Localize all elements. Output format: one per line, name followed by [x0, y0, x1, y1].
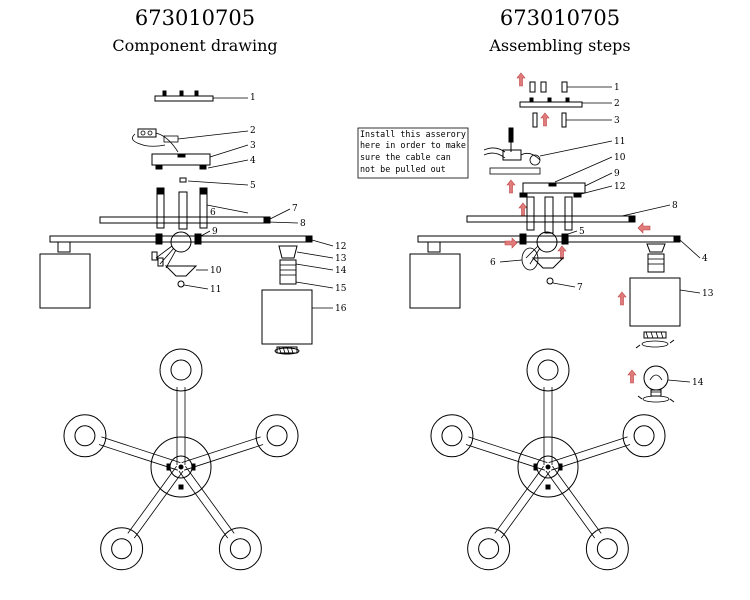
bottom-cup: [164, 265, 209, 290]
upper-arm-step: [466, 204, 671, 234]
mounting-bracket: [154, 90, 248, 102]
component-drawing-model-number: 673010705: [134, 6, 256, 30]
top-screws: [516, 72, 612, 93]
cable-clamp-note: Install this asserory here in order to m…: [357, 127, 469, 179]
step-label-3: 3: [614, 116, 620, 126]
note-line-4: not be pulled out: [360, 164, 446, 174]
label-14: 14: [335, 266, 347, 276]
left-glass-shade-step: [409, 241, 461, 309]
label-13: 13: [335, 254, 347, 264]
upper-arm: [99, 208, 299, 224]
light-bulb-step: [627, 365, 691, 403]
step-label-13: 13: [702, 289, 714, 299]
step-label-14: 14: [692, 378, 704, 388]
label-11: 11: [210, 285, 221, 295]
step-label-7: 7: [577, 283, 583, 293]
component-top-view: [63, 348, 299, 571]
center-hub: [151, 231, 192, 269]
bottom-cup-step: [531, 257, 576, 288]
terminal-block: [132, 128, 249, 153]
step-label-9: 9: [614, 169, 620, 179]
note-line-2: here in order to make: [360, 140, 466, 150]
bracket-screws: [532, 112, 612, 128]
step-label-5: 5: [579, 227, 585, 237]
canopy-step: [489, 156, 613, 217]
component-drawing-title: Component drawing: [112, 36, 278, 55]
label-2: 2: [250, 126, 256, 136]
label-6: 6: [210, 208, 216, 218]
ring-nut-part: [179, 177, 187, 183]
label-1: 1: [250, 93, 256, 103]
step-label-4: 4: [702, 254, 708, 264]
label-4: 4: [250, 156, 256, 166]
component-drawing-exploded-view: 1 2 3 4 5 6 7 8 9 10 11 12 13 14 15 16: [39, 90, 347, 355]
center-stems: [156, 187, 249, 230]
note-line-1: Install this asserory: [360, 129, 466, 139]
assembling-steps-title: Assembling steps: [489, 36, 631, 55]
lamp-holder-assembly: [261, 245, 334, 355]
step-label-2: 2: [614, 99, 620, 109]
ring-nut-step: [635, 331, 675, 349]
label-8: 8: [300, 219, 306, 229]
label-5: 5: [250, 181, 256, 191]
assembling-top-view: [430, 348, 666, 571]
label-12: 12: [335, 242, 346, 252]
step-label-12: 12: [614, 182, 625, 192]
ceiling-canopy: [151, 144, 249, 170]
label-15: 15: [335, 284, 347, 294]
step-label-8: 8: [672, 201, 678, 211]
lower-arm: [49, 230, 334, 247]
mounting-bracket-step: [519, 97, 612, 108]
label-10: 10: [210, 266, 222, 276]
hub-wiring-step: [499, 231, 558, 271]
step-label-1: 1: [614, 83, 620, 93]
label-16: 16: [335, 304, 347, 314]
assembling-part-numbers: 1 2 3 11 10 9 12 8 5 4 6 7 13 14: [490, 83, 714, 388]
screwdriver: [483, 127, 613, 166]
step-label-6: 6: [490, 258, 496, 268]
component-part-numbers: 1 2 3 4 5 6 7 8 9 10 11 12 13 14 15 16: [210, 93, 347, 314]
note-line-3: sure the cable can: [360, 152, 451, 162]
center-stems-step: [526, 196, 573, 234]
lamp-holder-step: [617, 243, 701, 327]
assembling-steps-exploded-view: Install this asserory here in order to m…: [357, 72, 714, 403]
label-3: 3: [250, 141, 256, 151]
label-7: 7: [292, 204, 298, 214]
step-label-10: 10: [614, 153, 626, 163]
label-9: 9: [212, 227, 218, 237]
left-glass-shade: [39, 241, 91, 309]
lower-arm-step: [417, 230, 701, 260]
assembling-steps-model-number: 673010705: [499, 6, 621, 30]
step-label-11: 11: [614, 137, 625, 147]
